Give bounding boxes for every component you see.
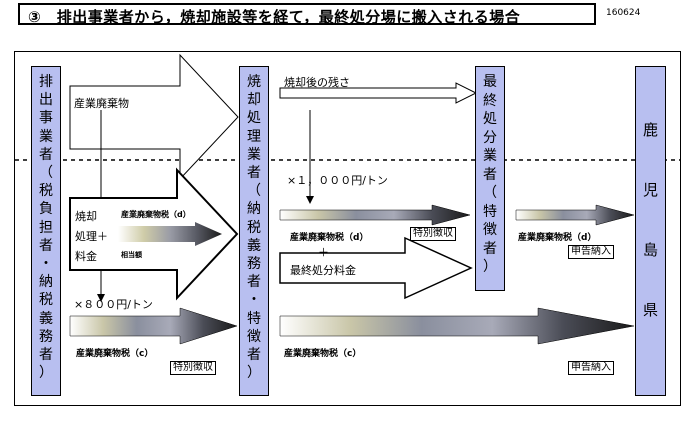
box-emitter-char: ・ xyxy=(39,256,53,273)
box-emitter: 排 出 事 業 者 （ 税 負 担 者 ・ 納 税 義 務 者 ） xyxy=(31,66,61,396)
badge-self-report-2: 申告納入 xyxy=(568,361,614,375)
box-incinerator: 焼 却 処 理 業 者 （ 納 税 義 務 者 ・ 特 徴 者 ） xyxy=(239,66,269,396)
badge-special-collection-1: 特別徴収 xyxy=(410,227,456,241)
box-final-char: （ xyxy=(483,185,497,201)
box-emitter-char: 担 xyxy=(39,219,53,236)
label-fee-line2: 処理＋ xyxy=(75,230,108,243)
box-emitter-char: 者 xyxy=(39,237,53,254)
diagram-frame xyxy=(14,51,681,406)
label-rate-800: ×８００円/トン xyxy=(74,298,153,311)
box-emitter-char: 者 xyxy=(39,146,53,163)
box-final-char: 徴 xyxy=(483,222,497,238)
box-incinerator-char: ） xyxy=(247,365,261,382)
box-incinerator-char: 者 xyxy=(247,165,261,182)
box-incinerator-char: ・ xyxy=(247,292,261,309)
box-final-char: 業 xyxy=(483,148,497,164)
box-final-char: 分 xyxy=(483,129,497,146)
box-emitter-char: 税 xyxy=(39,292,53,309)
box-kagoshima-char: 鹿 xyxy=(642,121,658,139)
box-incinerator-char: 業 xyxy=(247,146,261,163)
box-incinerator-char: 理 xyxy=(247,128,261,145)
box-emitter-char: 事 xyxy=(39,110,53,127)
label-tax-c-1: 産業廃棄物税（c） xyxy=(76,349,154,359)
box-final-char: 者 xyxy=(483,240,497,257)
box-kagoshima-char: 児 xyxy=(642,181,658,199)
label-rate-1000: ×１，０００円/トン xyxy=(287,174,388,187)
label-plus: ＋ xyxy=(318,246,329,259)
box-emitter-char: 負 xyxy=(39,201,53,218)
box-final-disposal: 最 終 処 分 業 者 （ 特 徴 者 ） xyxy=(475,66,505,291)
box-final-char: 最 xyxy=(483,74,497,90)
box-final-char: 特 xyxy=(483,203,497,220)
label-inner-equiv: 相当額 xyxy=(121,251,142,259)
box-incinerator-char: 者 xyxy=(247,274,261,291)
box-kagoshima: 鹿 児 島 県 xyxy=(635,66,666,396)
box-incinerator-char: （ xyxy=(247,183,261,200)
arrow-tax-c-1 xyxy=(69,307,238,345)
box-incinerator-char: 者 xyxy=(247,347,261,364)
box-incinerator-char: 務 xyxy=(247,256,261,273)
arrow-final-fee xyxy=(279,236,473,300)
box-emitter-char: （ xyxy=(39,165,53,182)
box-final-char: 処 xyxy=(483,111,497,127)
box-emitter-char: 出 xyxy=(39,92,53,109)
arrow-tax-d-1 xyxy=(279,204,471,226)
box-emitter-char: 義 xyxy=(39,310,53,327)
box-incinerator-char: 処 xyxy=(247,110,261,127)
title-box: ③ 排出事業者から，焼却施設等を経て，最終処分場に搬入される場合 xyxy=(18,3,596,26)
box-incinerator-char: 焼 xyxy=(247,74,261,90)
box-emitter-char: 排 xyxy=(39,74,53,90)
box-incinerator-char: 納 xyxy=(247,201,261,218)
label-final-fee: 最終処分料金 xyxy=(290,264,356,277)
box-incinerator-char: 却 xyxy=(247,92,261,109)
box-incinerator-char: 義 xyxy=(247,237,261,254)
label-fee-line3: 料金 xyxy=(75,250,97,263)
box-incinerator-char: 特 xyxy=(247,310,261,327)
box-emitter-char: 務 xyxy=(39,328,53,345)
box-emitter-char: 業 xyxy=(39,128,53,145)
box-emitter-char: 者 xyxy=(39,347,53,364)
badge-special-collection-2: 特別徴収 xyxy=(170,361,216,375)
box-incinerator-char: 徴 xyxy=(247,328,261,345)
page-title: ③ 排出事業者から，焼却施設等を経て，最終処分場に搬入される場合 xyxy=(28,8,521,26)
label-inner-tax: 産業廃棄物税（d） xyxy=(121,210,191,219)
box-final-char: 者 xyxy=(483,166,497,183)
arrow-tax-c-2 xyxy=(279,307,635,345)
arrow-residue xyxy=(279,82,478,104)
box-emitter-char: 納 xyxy=(39,274,53,291)
doc-number: 160624 xyxy=(606,8,641,18)
arrow-industrial-waste xyxy=(69,53,239,181)
box-kagoshima-char: 島 xyxy=(642,241,658,259)
label-fee-line1: 焼却 xyxy=(75,210,97,223)
arrow-fee-inner xyxy=(118,222,222,246)
label-tax-c-2: 産業廃棄物税（c） xyxy=(284,349,362,359)
box-kagoshima-char: 県 xyxy=(642,301,658,319)
box-final-char: ） xyxy=(483,259,497,275)
arrow-tax-d-2 xyxy=(515,204,635,226)
box-incinerator-char: 税 xyxy=(247,219,261,236)
badge-self-report-1: 申告納入 xyxy=(568,245,614,259)
label-tax-d-1: 産業廃棄物税（d） xyxy=(290,233,369,243)
box-emitter-char: 税 xyxy=(39,183,53,200)
label-industrial-waste: 産業廃棄物 xyxy=(74,97,129,110)
label-tax-d-2: 産業廃棄物税（d） xyxy=(518,233,597,243)
label-residue: 焼却後の残さ xyxy=(284,76,350,89)
box-emitter-char: ） xyxy=(39,365,53,382)
box-final-char: 終 xyxy=(483,92,497,109)
